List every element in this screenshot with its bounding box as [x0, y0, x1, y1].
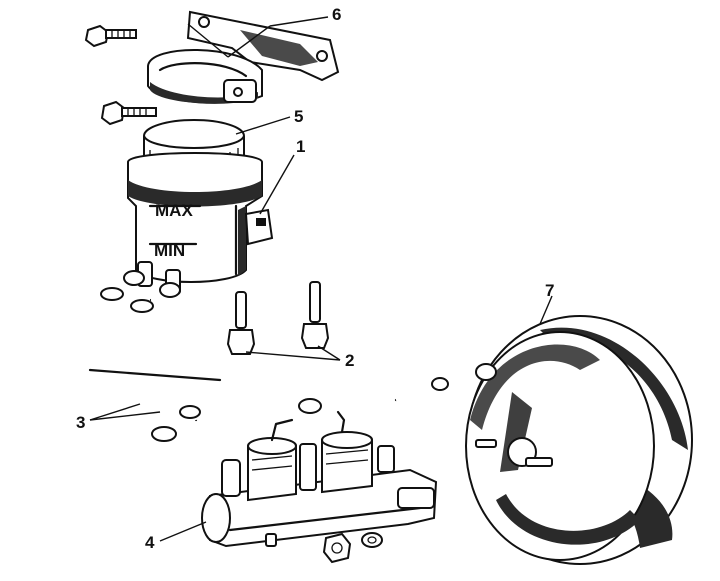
- leader-3a: [89, 403, 141, 421]
- screw-top: [84, 24, 137, 48]
- stud-left: [226, 291, 256, 355]
- callout-6: 6: [332, 5, 341, 24]
- leader-6b: [227, 25, 271, 58]
- stud-right: [300, 281, 330, 349]
- leader-1: [259, 154, 295, 215]
- leader-2a: [245, 351, 341, 361]
- leader-5: [235, 116, 291, 135]
- leader-3b: [89, 411, 161, 421]
- min-mark: MIN: [154, 241, 185, 260]
- callout-1: 1: [296, 137, 305, 156]
- brake-hoses: [77, 296, 302, 422]
- screw-clamp: [100, 100, 157, 126]
- leader-6c: [269, 16, 329, 27]
- callout-7: 7: [545, 281, 554, 300]
- callout-4: 4: [145, 533, 155, 552]
- callout-5: 5: [294, 107, 303, 126]
- washer: [361, 532, 383, 548]
- leader-2b: [317, 345, 341, 361]
- max-mark: MAX: [155, 201, 193, 220]
- mounting-nut: [322, 532, 352, 564]
- hose-clips: [100, 287, 322, 442]
- leader-6a: [187, 23, 229, 58]
- brake-booster: [394, 315, 693, 565]
- master-cylinder: [201, 410, 438, 548]
- leader-7: [539, 295, 553, 325]
- brake-fluid-reservoir: [123, 152, 274, 298]
- leader-4: [159, 521, 207, 542]
- mounting-bracket: [147, 10, 340, 104]
- callout-2: 2: [345, 351, 354, 370]
- callout-3: 3: [76, 413, 85, 432]
